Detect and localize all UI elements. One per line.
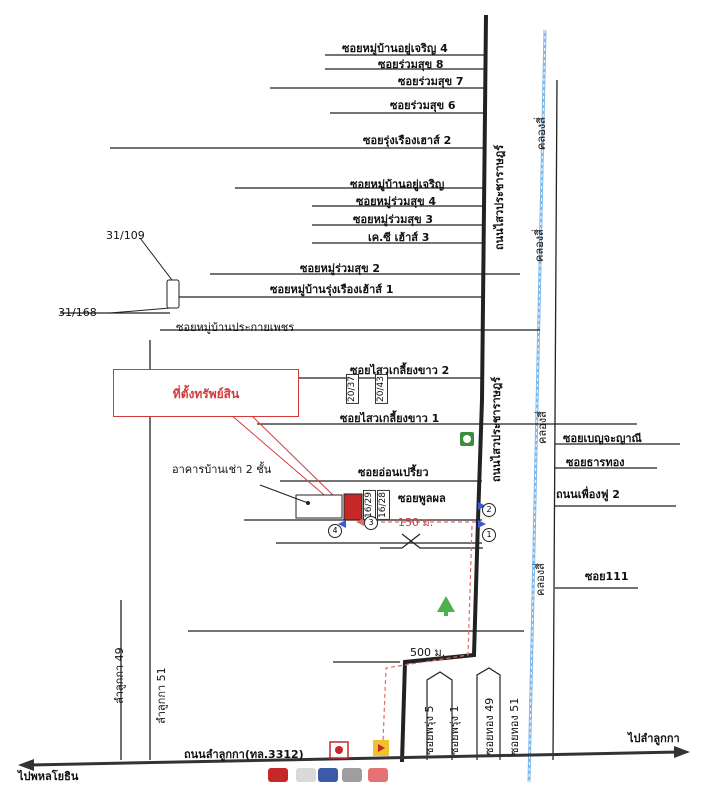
soi-label: ซอยหมู่ร่วมสุข 2	[300, 262, 381, 275]
bottom-sois	[426, 667, 501, 760]
property-location-label: ที่ตั้งทรัพย์สิน	[172, 387, 240, 401]
tree-icon	[437, 596, 455, 616]
rental-building	[295, 494, 343, 519]
soi-label: ซอยอ่อนเปรี้ยว	[358, 466, 429, 479]
callout-pointer	[229, 413, 331, 501]
brand-logo	[318, 768, 338, 782]
branch-road-2	[380, 533, 421, 549]
soi-label: ลำลูกกา 49	[113, 647, 126, 704]
soi-label: ซอยหมู่บ้านรุ่งเรืองเฮ้าส์ 1	[270, 283, 394, 296]
soi-label: ซอยพูลผล	[398, 492, 446, 505]
soi-label: ซอยธารทอง	[566, 456, 625, 469]
side-roads	[60, 54, 637, 663]
lot-label: 31/168	[58, 306, 97, 319]
canal-label: คลองสี่	[533, 229, 546, 262]
canal-label: คลองสี่	[536, 411, 549, 444]
distance-500-label: 500 ม.	[410, 646, 446, 659]
photo-point-badge: 2	[482, 503, 496, 517]
soi-label: ซอยหมู่ร่วมสุข 4	[356, 195, 437, 208]
green-shield-icon	[460, 432, 474, 446]
soi-label: ลำลูกกา 51	[155, 667, 168, 724]
canal	[527, 29, 547, 783]
brand-logo	[368, 768, 388, 782]
highway-lam-luk-ka	[18, 746, 690, 771]
lot-pointers	[109, 237, 180, 314]
highway-label: ถนนลำลูกกา(ทล.3312)	[184, 748, 304, 761]
soi-label: ซอยไสวเกลี้ยงขาว 1	[340, 412, 440, 425]
main-road-sai-prachasamphan	[400, 14, 488, 763]
soi-label: ซอยหมู่บ้านประกายเพชร	[176, 321, 295, 334]
canal-label: คลองสี่	[535, 117, 548, 150]
rental-building-label: อาคารบ้านเช่า 2 ชั้น	[172, 463, 272, 476]
soi-label: ซอยร่วมสุข 6	[390, 99, 456, 112]
road-label: ถนนไสวประชาราษฎร์	[493, 144, 506, 250]
distance-150	[356, 518, 478, 526]
lot-number: 20/37	[346, 374, 359, 404]
brand-logo	[296, 768, 316, 782]
brand-logo	[268, 768, 288, 782]
soi-label: ซอยรุ่งเรืองเฮาส์ 2	[363, 134, 452, 147]
soi-label: ซอยเบญจะญาณี	[563, 432, 642, 445]
soi-label: ซอยพรุ่ง 5	[423, 705, 436, 755]
branch-road	[401, 533, 483, 549]
lot-number: 16/28	[377, 490, 390, 520]
soi-label: ซอยพรุ่ง 1	[448, 705, 461, 755]
road-label: ถนนไสวประชาราษฎร์	[490, 376, 503, 482]
soi-label: เค.ซี เฮ้าส์ 3	[368, 231, 430, 244]
direction-label-west: ไปพหลโยธิน	[18, 770, 79, 783]
soi-label: ซอยหมู่บ้านอยู่เจริญ	[350, 178, 445, 191]
soi-label: ซอยทอง 51	[508, 697, 521, 755]
property-callout: ที่ตั้งทรัพย์สิน	[113, 369, 299, 417]
lot-label: 31/109	[106, 229, 145, 242]
soi-label: ซอยไสวเกลี้ยงขาว 2	[350, 364, 450, 377]
photo-point-badge: 1	[482, 528, 496, 542]
photo-point-badge: 3	[364, 516, 378, 530]
canal-side-road	[552, 79, 558, 761]
soi-label: ซอยร่วมสุข 7	[398, 75, 464, 88]
property-marker	[343, 493, 363, 521]
distance-150-label: 150 ม.	[398, 516, 434, 529]
soi-label: ซอยร่วมสุข 8	[378, 58, 444, 71]
soi-label: ซอยหมู่ร่วมสุข 3	[353, 213, 434, 226]
canal-label: คลองสี่	[534, 563, 547, 596]
soi-label: ซอยทอง 49	[483, 697, 496, 755]
soi-label: ซอยหมู่บ้านอยู่เจริญ 4	[342, 42, 448, 55]
direction-label-east: ไปลำลูกกา	[628, 732, 680, 745]
photo-point-badge: 4	[328, 524, 342, 538]
east-side-roads	[555, 443, 680, 589]
brand-logo	[342, 768, 362, 782]
lot-number: 20/43	[375, 374, 388, 404]
soi-label: ถนนเพื่องฟู 2	[556, 488, 620, 501]
soi-label: ซอย111	[585, 570, 629, 583]
